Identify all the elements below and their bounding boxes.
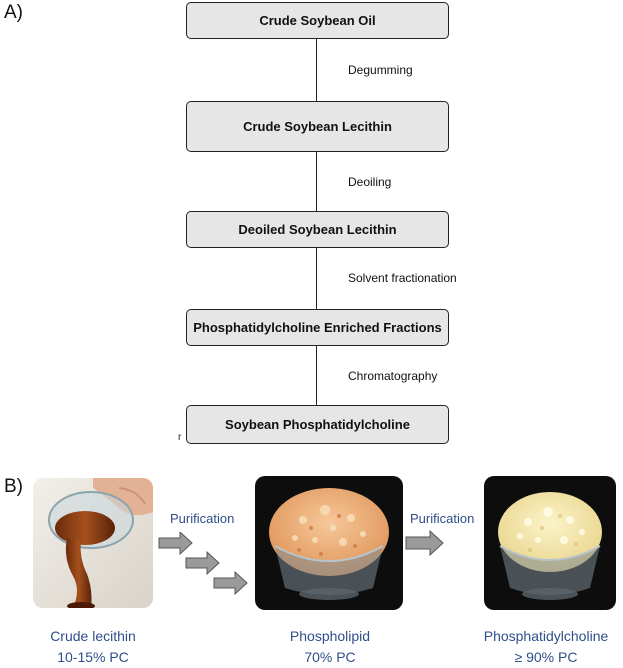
step-solvent-fractionation: Solvent fractionation: [348, 271, 457, 285]
phospholipid-photo: [255, 476, 403, 610]
flow-connector: [316, 345, 317, 405]
flow-box-deoiled-soybean-lecithin: Deoiled Soybean Lecithin: [186, 211, 449, 248]
product-content: ≥ 90% PC: [514, 649, 578, 665]
step-chromatography: Chromatography: [348, 369, 438, 383]
arrow-right-icon: [158, 532, 193, 556]
stray-mark: r: [178, 432, 182, 443]
caption-phosphatidylcholine: Phosphatidylcholine ≥ 90% PC: [470, 626, 622, 668]
flow-connector: [316, 38, 317, 101]
panel-b-label: B): [4, 476, 23, 497]
caption-phospholipid: Phospholipid 70% PC: [250, 626, 410, 668]
purification-label-2: Purification: [410, 511, 475, 526]
product-name: Crude lecithin: [50, 628, 136, 644]
phosphatidylcholine-photo: [484, 476, 616, 610]
step-deoiling: Deoiling: [348, 175, 392, 189]
caption-crude-lecithin: Crude lecithin 10-15% PC: [18, 626, 168, 668]
panel-a-label: A): [4, 2, 23, 23]
arrow-right-icon: [213, 570, 248, 596]
flow-box-crude-soybean-oil: Crude Soybean Oil: [186, 2, 449, 39]
flow-connector: [316, 247, 317, 309]
step-degumming: Degumming: [348, 63, 413, 77]
product-name: Phosphatidylcholine: [483, 628, 609, 644]
purification-label-1: Purification: [170, 511, 235, 526]
flow-connector: [316, 151, 317, 211]
flow-box-crude-soybean-lecithin: Crude Soybean Lecithin: [186, 101, 449, 152]
product-content: 70% PC: [304, 649, 356, 665]
product-name: Phospholipid: [289, 628, 371, 644]
arrow-right-icon: [185, 550, 220, 576]
arrow-right-icon: [405, 530, 444, 556]
product-content: 10-15% PC: [57, 649, 129, 665]
crude-lecithin-photo: [33, 478, 153, 608]
staircase-arrows: [158, 532, 248, 596]
flow-box-pc-enriched-fractions: Phosphatidylcholine Enriched Fractions: [186, 309, 449, 346]
flow-box-soybean-phosphatidylcholine: Soybean Phosphatidylcholine: [186, 405, 449, 444]
